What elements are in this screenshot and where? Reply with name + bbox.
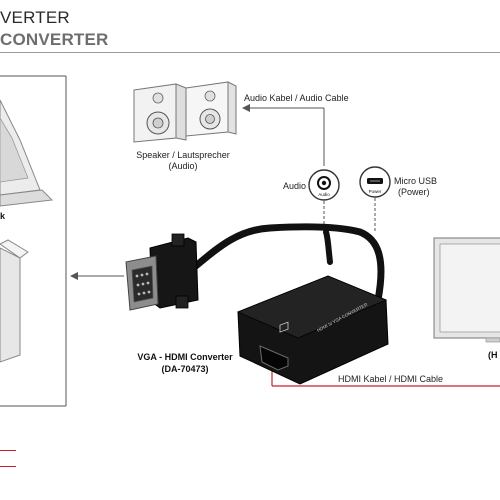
left-frame [0, 75, 67, 407]
audio-port-icon: Audio [308, 169, 340, 201]
adapter-cable [178, 223, 385, 304]
header-title-line1: VERTER [0, 8, 70, 27]
computer-tower-illustration [0, 239, 29, 363]
converter-box: HDMI to VGA CONVERTER [236, 275, 389, 385]
laptop-label-fragment: k [0, 211, 6, 221]
adapter-cable-audio-branch [323, 229, 333, 265]
header-title-line2: CONVERTER [0, 30, 109, 49]
micro-usb-port-icon: Power [359, 166, 391, 198]
speaker-label-line1: Speaker / Lautsprecher [136, 150, 230, 160]
monitor-illustration [433, 237, 500, 343]
audio-port-text: Audio [318, 192, 330, 197]
header-divider [0, 52, 500, 53]
legend-red-line-2 [0, 466, 16, 467]
audio-cable-line [242, 104, 325, 166]
power-port-text: Power [369, 189, 382, 194]
speaker-label-line2: (Audio) [168, 161, 198, 171]
audio-label: Audio [282, 181, 306, 191]
micro-usb-label-line1: Micro USB [394, 176, 438, 186]
audio-cable-label: Audio Kabel / Audio Cable [244, 93, 349, 103]
monitor-label-fragment: (H [488, 350, 498, 360]
micro-usb-label-line2: (Power) [398, 187, 430, 197]
vga-connector [125, 233, 199, 311]
converter-name-label: VGA - HDMI Converter [137, 352, 233, 362]
legend-red-line-1 [0, 450, 16, 451]
hdmi-cable-label: HDMI Kabel / HDMI Cable [338, 374, 444, 384]
converter-model-label: (DA-70473) [161, 364, 209, 374]
speaker-illustration [133, 81, 237, 143]
laptop-illustration [0, 99, 54, 207]
